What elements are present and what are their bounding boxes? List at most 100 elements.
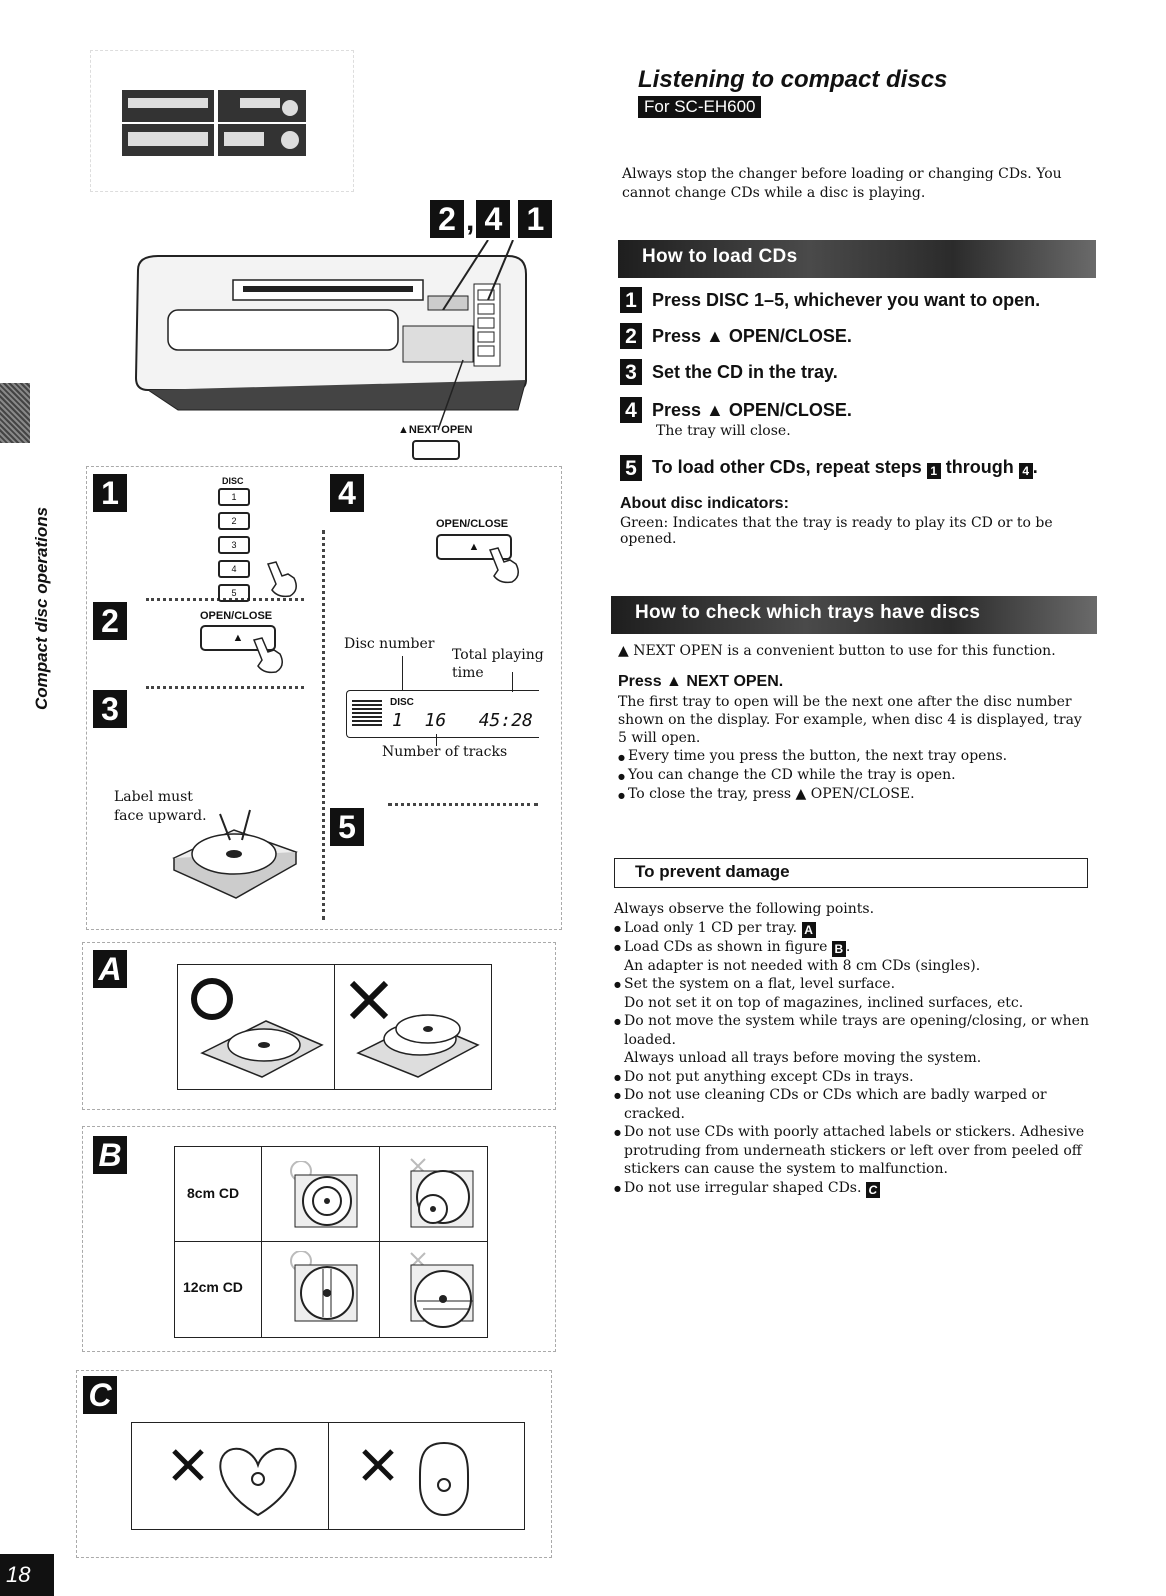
- intro-text: Always stop the changer before loading o…: [622, 166, 1062, 201]
- stereo-system-icon: [122, 90, 306, 156]
- step-text: Set the CD in the tray.: [652, 361, 838, 382]
- display-digits: 1 16 45:28: [392, 710, 533, 731]
- table-divider: [379, 1147, 380, 1337]
- damage-heading: To prevent damage: [614, 858, 1088, 888]
- panel-step-number: 2: [93, 602, 127, 640]
- load-step-4: 4 Press ▲ OPEN/CLOSE.: [620, 397, 1090, 423]
- item-text: Do not use cleaning CDs or CDs which are…: [624, 1087, 1047, 1122]
- figure-ref: B: [831, 940, 846, 957]
- open-close-label: OPEN/CLOSE: [436, 518, 509, 530]
- item-text: Do not use irregular shaped CDs.: [624, 1179, 862, 1196]
- item-text: Set the system on a flat, level surface.: [624, 976, 896, 992]
- figure-ref: A: [801, 921, 816, 938]
- figure-ref: C: [865, 1181, 880, 1198]
- load-step-1: 1 Press DISC 1–5, whichever you want to …: [620, 287, 1090, 313]
- item-text: Load only 1 CD per tray.: [624, 919, 798, 936]
- panel-divider-v: [322, 530, 325, 920]
- figure-letter: B: [93, 1136, 127, 1174]
- cd8-label: 8cm CD: [187, 1185, 240, 1201]
- next-open-label: ▲NEXT OPEN: [398, 424, 473, 436]
- disc-number-label: Disc number: [344, 636, 435, 652]
- cd-changer-illustration: [134, 240, 527, 431]
- list-item: Do not use CDs with poorly attached labe…: [614, 1123, 1090, 1179]
- list-item: Do not move the system while trays are o…: [614, 1012, 1090, 1068]
- list-item: You can change the CD while the tray is …: [618, 766, 1090, 786]
- list-item: Set the system on a flat, level surface.…: [614, 975, 1090, 1012]
- damage-content: Always observe the following points. Loa…: [614, 900, 1090, 1198]
- pointing-hand-icon: [266, 561, 297, 598]
- list-item: Load CDs as shown in figure B. An adapte…: [614, 938, 1090, 976]
- open-close-button-icon: ▲: [200, 625, 276, 651]
- load-step-4-sub: The tray will close.: [656, 423, 791, 439]
- figure-a-box: [177, 964, 492, 1090]
- step-text: Press ▲ OPEN/CLOSE.: [652, 325, 852, 346]
- list-item: Do not put anything except CDs in trays.: [614, 1068, 1090, 1086]
- list-item: To close the tray, press ▲ OPEN/CLOSE.: [618, 785, 1090, 805]
- item-text: Do not use CDs with poorly attached labe…: [624, 1124, 1085, 1177]
- load-step-2: 2 Press ▲ OPEN/CLOSE.: [620, 323, 1090, 349]
- panel-divider-h3: [388, 803, 538, 806]
- display-indicator-grid: [352, 700, 382, 726]
- pointing-hand-icon: [488, 547, 519, 584]
- step-text-through: through: [945, 457, 1014, 477]
- cd8-correct-icon: [290, 1161, 358, 1228]
- panel-step-number: 5: [330, 808, 364, 846]
- load-steps: 1 Press DISC 1–5, whichever you want to …: [620, 287, 1090, 547]
- step-number: 2: [620, 323, 642, 349]
- cd12-correct-icon: [290, 1251, 358, 1322]
- table-divider: [175, 1241, 487, 1242]
- figure-letter: A: [93, 950, 127, 988]
- model-badge: For SC-EH600: [638, 96, 762, 118]
- figure-b-table: 8cm CD 12cm CD: [174, 1146, 488, 1338]
- heart-shaped-cd-icon: [172, 1447, 297, 1517]
- list-item: Do not use cleaning CDs or CDs which are…: [614, 1086, 1090, 1123]
- open-close-button-icon: ▲: [436, 534, 512, 560]
- step-ref: 1: [926, 463, 941, 479]
- main-callout: 2 , 4 1: [430, 200, 553, 238]
- title-text: Listening to compact discs: [638, 66, 948, 93]
- check-press: Press ▲ NEXT OPEN.: [618, 673, 784, 690]
- check-bullets: Every time you press the button, the nex…: [618, 747, 1090, 805]
- sidebar-tab-texture: [0, 383, 30, 443]
- display-window: [346, 690, 539, 738]
- figure-c-box: [131, 1422, 525, 1530]
- leader-line: [402, 656, 403, 690]
- step-period: .: [1032, 457, 1038, 477]
- check-content: ▲ NEXT OPEN is a convenient button to us…: [618, 643, 1090, 805]
- callout-separator: ,: [466, 204, 475, 237]
- page-number: 18: [0, 1554, 54, 1596]
- disc-button: 3: [218, 536, 250, 554]
- figure-letter: C: [83, 1376, 117, 1414]
- callout-number: 2: [430, 200, 464, 238]
- leader-line: [436, 734, 437, 746]
- figure-a-divider: [334, 965, 335, 1089]
- display-disc-label: DISC: [390, 697, 414, 708]
- item-text: Do not put anything except CDs in trays.: [624, 1068, 914, 1085]
- panel-divider-h1: [146, 598, 304, 601]
- load-banner: How to load CDs: [618, 240, 1096, 278]
- disc-button: 1: [218, 488, 250, 506]
- disc-button: 4: [218, 560, 250, 578]
- page-title: Listening to compact discs For SC-EH600: [638, 66, 947, 118]
- step-number: 4: [620, 397, 642, 423]
- figure-c-divider: [328, 1423, 329, 1529]
- figure-a-panel: [82, 942, 556, 1110]
- callout-number: 4: [476, 200, 511, 238]
- load-step-5: 5 To load other CDs, repeat steps 1 thro…: [620, 455, 1090, 481]
- disc-tray-icon: [172, 809, 298, 899]
- next-open-button-icon: [412, 440, 460, 460]
- callout-number: 1: [518, 200, 553, 238]
- cd12-incorrect-icon: [410, 1252, 474, 1328]
- leader-line: [512, 672, 513, 692]
- total-time-label: Total playing time: [452, 647, 544, 681]
- step-number: 1: [620, 287, 642, 313]
- sidebar-section-label: Compact disc operations: [32, 506, 51, 710]
- damage-intro: Always observe the following points.: [614, 901, 875, 917]
- item-period: .: [845, 938, 851, 955]
- check-note: ▲ NEXT OPEN is a convenient button to us…: [618, 643, 1056, 659]
- steps-panel: [86, 466, 562, 930]
- item-sub: Always unload all trays before moving th…: [624, 1050, 982, 1066]
- pointing-hand-icon: [252, 637, 283, 674]
- panel-step-number: 4: [330, 474, 364, 512]
- load-step-3: 3 Set the CD in the tray.: [620, 359, 1090, 385]
